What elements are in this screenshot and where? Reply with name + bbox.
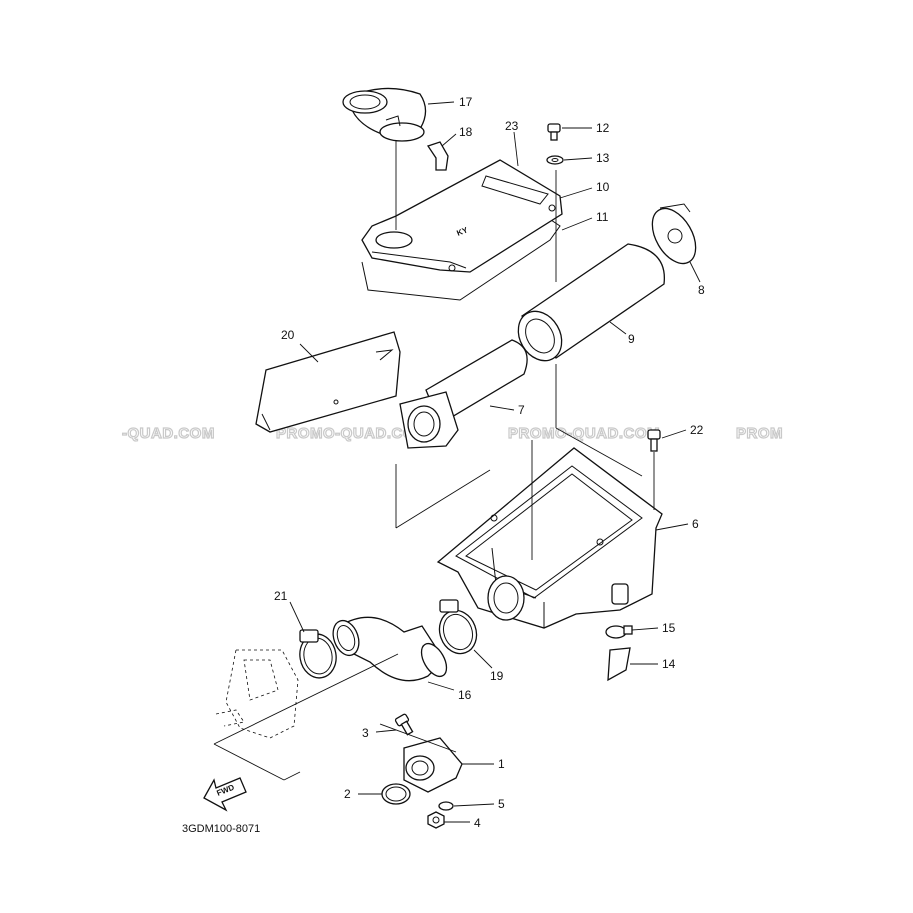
part-16-intake-boot — [332, 616, 448, 682]
part-9-filter-element — [517, 243, 665, 362]
watermark-row: -QUAD.COM PROMO-QUAD.COM PROMO-QUAD.COM … — [121, 424, 783, 442]
watermark-text: PROMO-QUAD.COM — [508, 425, 660, 442]
callout-1: 1 — [498, 757, 505, 771]
part-19-hose-clamp — [438, 599, 478, 655]
callout-18: 18 — [459, 125, 473, 139]
callout-7: 7 — [518, 403, 525, 417]
callout-19: 19 — [490, 669, 504, 683]
callout-8: 8 — [698, 283, 705, 297]
part-18-elbow-fitting — [426, 141, 449, 171]
callout-14: 14 — [662, 657, 676, 671]
callout-labels: 17 18 23 12 13 10 11 8 9 20 7 22 6 15 14… — [274, 95, 705, 830]
carburetor-reference — [215, 649, 299, 739]
watermark-text: PROM — [736, 425, 783, 442]
callout-4: 4 — [474, 816, 481, 830]
part-6-air-box-case — [436, 447, 663, 629]
part-22-bolt — [647, 429, 661, 452]
callout-23: 23 — [505, 119, 519, 133]
fwd-arrow-icon: FWD — [203, 777, 247, 812]
part-13-washer — [546, 155, 564, 165]
callout-21: 21 — [274, 589, 288, 603]
callout-10: 10 — [596, 180, 610, 194]
callout-5: 5 — [498, 797, 505, 811]
callout-12: 12 — [596, 121, 610, 135]
callout-17: 17 — [459, 95, 473, 109]
part-5-washer — [438, 801, 454, 811]
part-15-clamp — [605, 625, 633, 639]
callout-15: 15 — [662, 621, 676, 635]
part-14-drain-boot — [607, 647, 631, 682]
callout-9: 9 — [628, 332, 635, 346]
part-7-filter-cage — [399, 339, 528, 449]
assembly-lines — [213, 140, 655, 781]
callout-11: 11 — [596, 210, 609, 224]
part-1-intake-joint — [403, 737, 463, 793]
drawing-code: 3GDM100-8071 — [182, 823, 260, 835]
svg-text:KY: KY — [455, 225, 469, 238]
callout-6: 6 — [692, 517, 699, 531]
part-4-nut — [427, 811, 445, 829]
part-21-hose-clamp — [299, 629, 337, 679]
part-12-bolt — [547, 123, 561, 141]
part-2-o-ring — [381, 783, 411, 805]
watermark-text: PROMO-QUAD.COM — [276, 425, 428, 442]
part-20-side-plate — [255, 331, 401, 433]
callout-16: 16 — [458, 688, 472, 702]
callout-22: 22 — [690, 423, 704, 437]
callout-3: 3 — [362, 726, 369, 740]
part-17-intake-cap — [342, 87, 427, 142]
callout-leaders — [289, 101, 701, 823]
part-8-end-cap — [651, 203, 697, 265]
callout-13: 13 — [596, 151, 610, 165]
watermark-text: -QUAD.COM — [122, 425, 215, 442]
air-box-cover: KY — [361, 159, 563, 301]
callout-2: 2 — [344, 787, 351, 801]
part-3-bolt — [394, 713, 414, 736]
callout-20: 20 — [281, 328, 295, 342]
